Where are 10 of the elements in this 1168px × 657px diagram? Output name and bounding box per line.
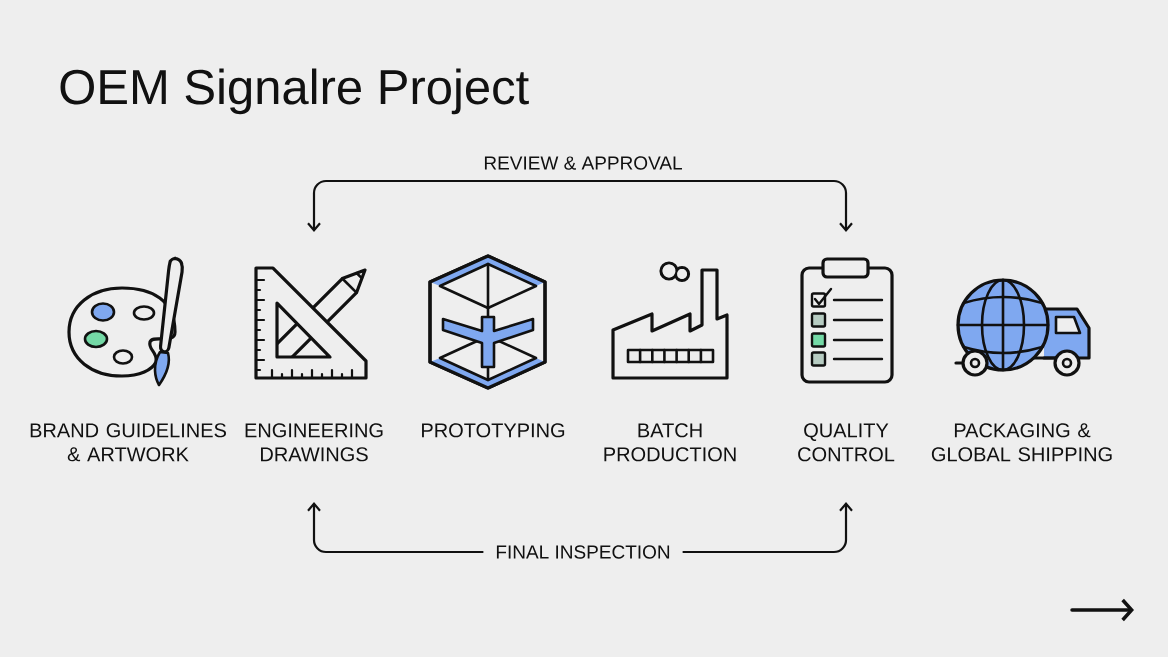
bracket-arrow: [307, 179, 853, 232]
step-label: PROTOTYPING: [422, 423, 565, 438]
edge-label: REVIEW & APPROVAL: [484, 156, 682, 170]
step-label: BRAND GUIDELINES & ARTWORK: [30, 423, 226, 462]
step-label: BATCH PRODUCTION: [604, 423, 736, 462]
title: OEM Signalre Project: [60, 68, 529, 115]
step-label: PACKAGING & GLOBAL SHIPPING: [931, 423, 1112, 462]
edge-label: FINAL INSPECTION: [483, 543, 683, 561]
step-label: QUALITY CONTROL: [798, 423, 895, 462]
step-label: ENGINEERING DRAWINGS: [245, 423, 383, 462]
